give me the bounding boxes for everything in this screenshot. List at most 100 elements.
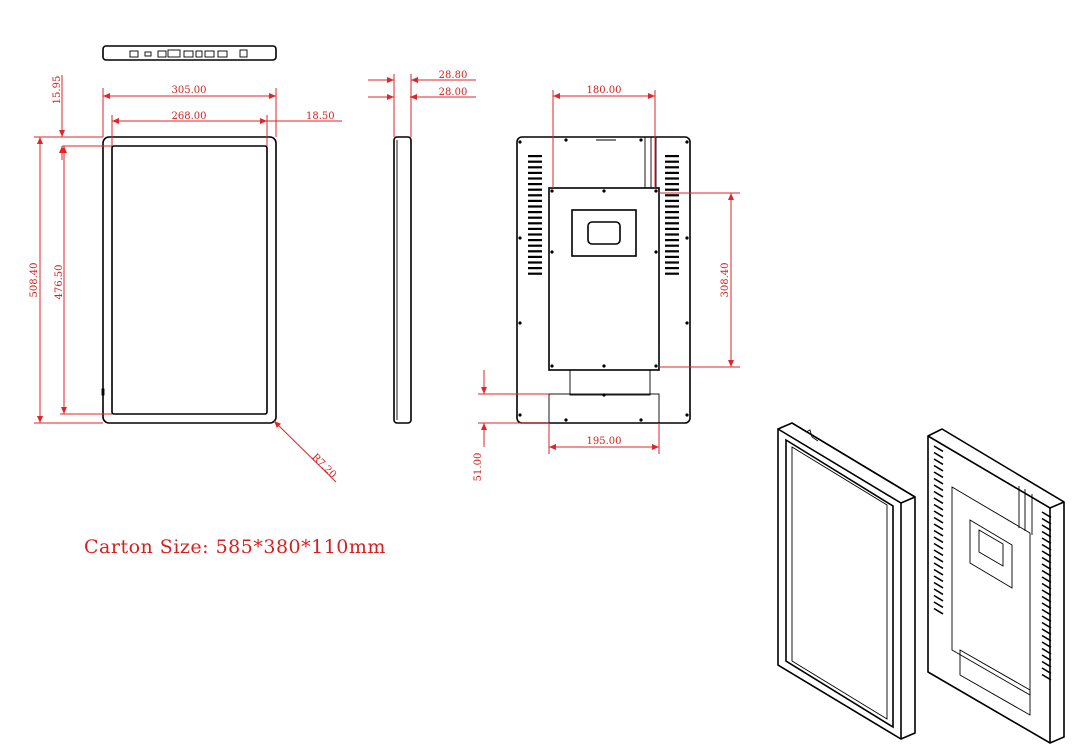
vent-slot xyxy=(528,183,542,186)
top-view xyxy=(102,45,277,61)
vent-slot xyxy=(933,451,944,459)
screw-hole xyxy=(564,418,568,422)
vent-slot xyxy=(933,471,944,479)
vent-slot xyxy=(1041,563,1052,571)
screw-hole xyxy=(564,138,568,142)
side-dimensions xyxy=(368,74,476,137)
screw-hole xyxy=(550,364,554,368)
vent-slot xyxy=(1041,654,1052,662)
vent-slot xyxy=(665,171,679,174)
vent-slot xyxy=(528,267,542,270)
vent-slot xyxy=(933,562,944,570)
screw-hole xyxy=(518,236,522,240)
dim-bezel-18-50: 18.50 xyxy=(306,111,335,122)
vent-slot xyxy=(665,216,679,219)
isometric-front-view xyxy=(777,422,916,740)
vent-slot xyxy=(933,523,944,531)
vent-slot xyxy=(933,477,944,485)
vent-slot xyxy=(933,464,944,472)
vent-slot xyxy=(1041,595,1052,603)
vent-slot xyxy=(528,261,542,264)
vent-slot xyxy=(1041,582,1052,590)
vent-slot xyxy=(528,171,542,174)
screw-hole xyxy=(602,189,606,193)
vent-slot xyxy=(665,211,679,214)
vent-slot xyxy=(1041,511,1052,519)
vent-slot xyxy=(1041,556,1052,564)
dim-depth-28-80: 28.80 xyxy=(439,70,468,81)
vent-slot xyxy=(665,183,679,186)
vent-slot xyxy=(933,490,944,498)
vent-slot xyxy=(1041,530,1052,538)
dim-height-508-40: 508.40 xyxy=(29,263,40,298)
vent-slot xyxy=(528,177,542,180)
screw-hole xyxy=(550,189,554,193)
vent-slot xyxy=(665,255,679,258)
vent-slot xyxy=(1041,517,1052,525)
vent-slot xyxy=(665,222,679,225)
vent-slot xyxy=(1041,569,1052,577)
vent-slot xyxy=(933,536,944,544)
vent-slot xyxy=(1041,641,1052,649)
carton-size-caption: Carton Size: 585*380*110mm xyxy=(84,536,386,558)
vent-slot xyxy=(665,261,679,264)
vent-slot xyxy=(1041,589,1052,597)
vent-slot xyxy=(933,549,944,557)
vent-slot xyxy=(1041,660,1052,668)
vent-slot xyxy=(933,575,944,583)
dim-bottom-195: 195.00 xyxy=(587,436,622,447)
vent-slot xyxy=(528,255,542,258)
vent-slot xyxy=(933,503,944,511)
vent-slot xyxy=(933,516,944,524)
dimension-labels: 305.00 268.00 18.50 15.95 508.40 476.50 … xyxy=(29,70,731,481)
dim-width-268: 268.00 xyxy=(172,111,207,122)
vent-slot xyxy=(1041,628,1052,636)
vent-slot xyxy=(665,166,679,169)
vent-slot xyxy=(528,216,542,219)
vent-slot xyxy=(665,177,679,180)
vent-slot xyxy=(665,227,679,230)
screw-hole xyxy=(654,364,658,368)
vent-slot xyxy=(933,445,944,453)
vent-slot xyxy=(528,227,542,230)
vent-slot xyxy=(1041,537,1052,545)
dim-top-15-95: 15.95 xyxy=(52,76,63,105)
screw-hole xyxy=(639,418,643,422)
vent-slot xyxy=(665,233,679,236)
dim-height-476-50: 476.50 xyxy=(54,265,65,300)
vent-slot xyxy=(665,205,679,208)
screw-hole xyxy=(654,189,658,193)
front-dimensions xyxy=(34,75,342,483)
vent-slot xyxy=(933,588,944,596)
screw-hole xyxy=(602,364,606,368)
screw-hole xyxy=(685,413,689,417)
vent-slot xyxy=(1041,608,1052,616)
mounting-screws xyxy=(518,138,689,422)
vent-slot xyxy=(665,267,679,270)
vent-slot xyxy=(528,222,542,225)
screw-hole xyxy=(685,236,689,240)
vent-slot xyxy=(528,194,542,197)
dim-mount-180: 180.00 xyxy=(587,85,622,96)
vent-slot xyxy=(933,601,944,609)
vent-slot xyxy=(933,484,944,492)
vent-slot xyxy=(665,194,679,197)
back-view xyxy=(516,136,691,424)
dim-bottom-51: 51.00 xyxy=(473,453,484,482)
screw-hole xyxy=(518,321,522,325)
carton-size-value: 585*380*110mm xyxy=(215,536,386,558)
vent-slot xyxy=(1041,667,1052,675)
isometric-vent-slots xyxy=(933,445,1052,681)
vent-slot xyxy=(665,199,679,202)
vent-slot xyxy=(665,188,679,191)
vent-slot xyxy=(1041,543,1052,551)
vent-slot xyxy=(528,250,542,253)
vent-slot xyxy=(933,594,944,602)
carton-size-label: Carton Size: xyxy=(84,536,210,558)
screw-hole xyxy=(685,321,689,325)
front-view xyxy=(101,136,277,424)
vent-slot xyxy=(665,155,679,158)
vent-slot xyxy=(528,239,542,242)
vent-slot xyxy=(1041,673,1052,681)
